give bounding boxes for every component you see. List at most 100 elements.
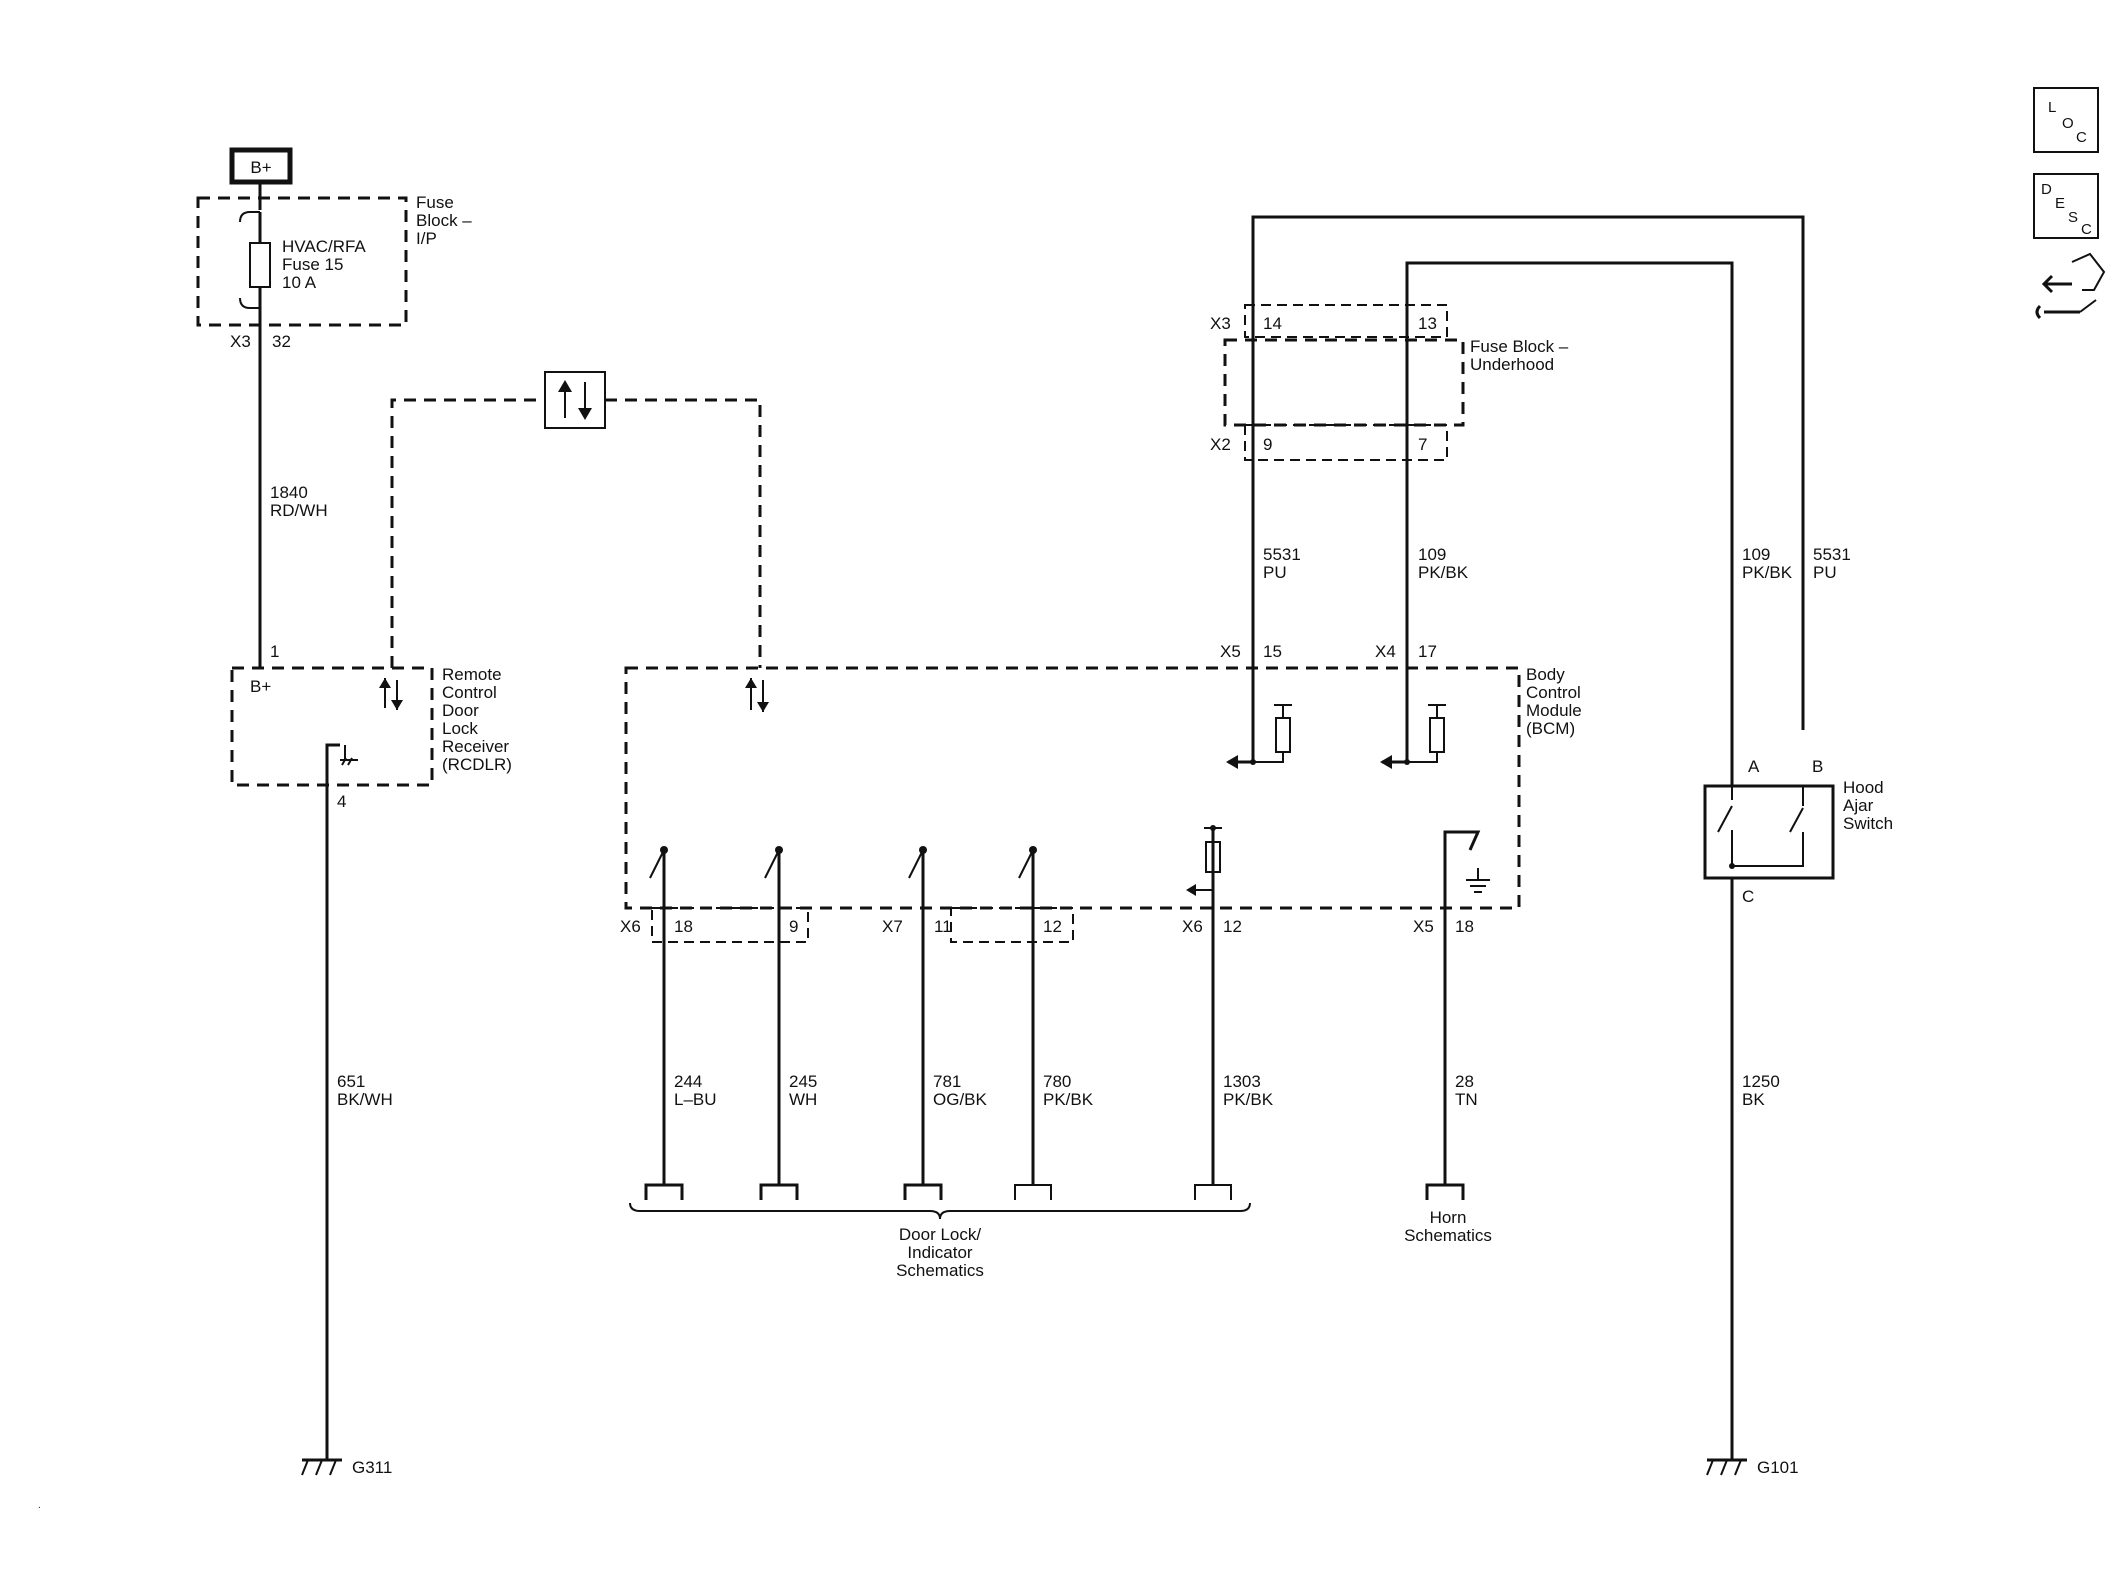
ground-g101-icon	[1706, 1458, 1747, 1476]
wire-244-circuit: 244	[674, 1072, 702, 1091]
svg-text:D: D	[2041, 181, 2052, 198]
wire-5531-right-color: PU	[1813, 563, 1837, 582]
rcdlr-pin-1: 1	[270, 642, 279, 661]
bcm-x5-b-pin: 18	[1455, 917, 1474, 936]
wire-109-left-color: PK/BK	[1418, 563, 1469, 582]
hood-name-1: Hood	[1843, 778, 1884, 797]
bcm-x5-b: X5	[1413, 917, 1434, 936]
fuse-block-title-3: I/P	[416, 229, 437, 248]
wire-5531-loop	[1251, 215, 1805, 762]
wire-1303-circuit: 1303	[1223, 1072, 1261, 1091]
rcdlr-name-2: Control	[442, 683, 497, 702]
fuse-block-title-2: Block –	[416, 211, 472, 230]
bcm-x6-a: X6	[620, 917, 641, 936]
bcm-x5-top: X5	[1220, 642, 1241, 661]
fuse-block-connector: X3	[230, 332, 251, 351]
battery-source: B+	[229, 147, 293, 185]
wire-245-color: WH	[789, 1090, 817, 1109]
svg-text:E: E	[2055, 195, 2065, 212]
serial-data-icon	[544, 371, 606, 429]
svg-text:C: C	[2076, 129, 2087, 146]
wire-28-circuit: 28	[1455, 1072, 1474, 1091]
underhood-x2: X2	[1210, 435, 1231, 454]
rcdlr-bplus: B+	[250, 677, 271, 696]
bcm-x4-top-pin: 17	[1418, 642, 1437, 661]
bcm-x6-b: X6	[1182, 917, 1203, 936]
bcm-name-3: Module	[1526, 701, 1582, 720]
wire-109-right-circuit: 109	[1742, 545, 1770, 564]
bcm-name-1: Body	[1526, 665, 1565, 684]
fuse-symbol	[249, 242, 271, 288]
bcm-output-switches	[649, 846, 1037, 908]
bcm-name-4: (BCM)	[1526, 719, 1575, 738]
rcdlr-name-3: Door	[442, 701, 479, 720]
hood-name-3: Switch	[1843, 814, 1893, 833]
wire-5531-right-circuit: 5531	[1813, 545, 1851, 564]
door-lock-ref-2[interactable]: Indicator	[907, 1243, 973, 1262]
svg-text:S: S	[2068, 209, 2078, 226]
hood-pin-c: C	[1742, 887, 1754, 906]
ground-g311-icon	[301, 1458, 342, 1476]
connector-tool-icon[interactable]	[2035, 252, 2106, 320]
bottom-wires	[644, 908, 1465, 1200]
corner-mark: .	[38, 1500, 41, 1511]
fuse-block-underhood: X3 14 13 Fuse Block – Underhood X2 9 7	[1210, 304, 1569, 461]
wire-1303-color: PK/BK	[1223, 1090, 1274, 1109]
wire-1840-color: RD/WH	[270, 501, 328, 520]
wire-651-circuit: 651	[337, 1072, 365, 1091]
wire-1250-color: BK	[1742, 1090, 1765, 1109]
ground-g311-label: G311	[352, 1458, 392, 1477]
fuse-block-pin: 32	[272, 332, 291, 351]
horn-ref-1[interactable]: Horn	[1430, 1208, 1467, 1227]
svg-text:C: C	[2081, 221, 2092, 238]
wire-780-color: PK/BK	[1043, 1090, 1094, 1109]
serial-data-link	[390, 371, 762, 668]
hood-pin-b: B	[1812, 757, 1823, 776]
bcm-module: X5 15 X4 17 Body Control Module (BCM)	[620, 642, 1582, 943]
desc-icon[interactable]: D E S C	[2033, 173, 2099, 239]
wire-244-color: L–BU	[674, 1090, 717, 1109]
door-lock-ref-3[interactable]: Schematics	[896, 1261, 984, 1280]
svg-text:L: L	[2048, 99, 2056, 116]
wire-109-loop	[1405, 261, 1734, 786]
underhood-x3: X3	[1210, 314, 1231, 333]
wire-109-right-color: PK/BK	[1742, 563, 1793, 582]
rcdlr-name-6: (RCDLR)	[442, 755, 512, 774]
wire-109-left-circuit: 109	[1418, 545, 1446, 564]
wire-5531-left-color: PU	[1263, 563, 1287, 582]
hood-pin-a: A	[1748, 757, 1760, 776]
rcdlr-pin-4: 4	[337, 792, 346, 811]
hood-name-2: Ajar	[1843, 796, 1874, 815]
underhood-x3-pin-13: 13	[1418, 314, 1437, 333]
wire-1840-circuit: 1840	[270, 483, 308, 502]
wire-781-circuit: 781	[933, 1072, 961, 1091]
rcdlr-name-1: Remote	[442, 665, 502, 684]
rcdlr-name-5: Receiver	[442, 737, 509, 756]
wire-780-circuit: 780	[1043, 1072, 1071, 1091]
door-lock-brace	[629, 1202, 1251, 1220]
door-lock-ref-1[interactable]: Door Lock/	[899, 1225, 981, 1244]
hood-ajar-switch: A B C Hood Ajar Switch	[1703, 757, 1893, 906]
bcm-x4-top: X4	[1375, 642, 1396, 661]
wire-28-color: TN	[1455, 1090, 1478, 1109]
fuse-block-title-1: Fuse	[416, 193, 454, 212]
underhood-x2-pin-7: 7	[1418, 435, 1427, 454]
wire-781-color: OG/BK	[933, 1090, 988, 1109]
wire-5531-left-circuit: 5531	[1263, 545, 1301, 564]
rcdlr-name-4: Lock	[442, 719, 478, 738]
ground-g101-label: G101	[1757, 1458, 1799, 1477]
horn-ref-2[interactable]: Schematics	[1404, 1226, 1492, 1245]
bcm-x5-top-pin: 15	[1263, 642, 1282, 661]
underhood-x3-pin-14: 14	[1263, 314, 1282, 333]
bcm-x7-pin-11: 11	[934, 917, 952, 936]
underhood-title-2: Underhood	[1470, 355, 1554, 374]
fuse-name-3: 10 A	[282, 273, 317, 292]
svg-text:O: O	[2062, 115, 2074, 132]
underhood-title-1: Fuse Block –	[1470, 337, 1569, 356]
bcm-x6-a-pin-9: 9	[789, 917, 798, 936]
bcm-name-2: Control	[1526, 683, 1581, 702]
wire-1250-circuit: 1250	[1742, 1072, 1780, 1091]
underhood-x2-pin-9: 9	[1263, 435, 1272, 454]
loc-icon[interactable]: L O C	[2033, 87, 2099, 153]
